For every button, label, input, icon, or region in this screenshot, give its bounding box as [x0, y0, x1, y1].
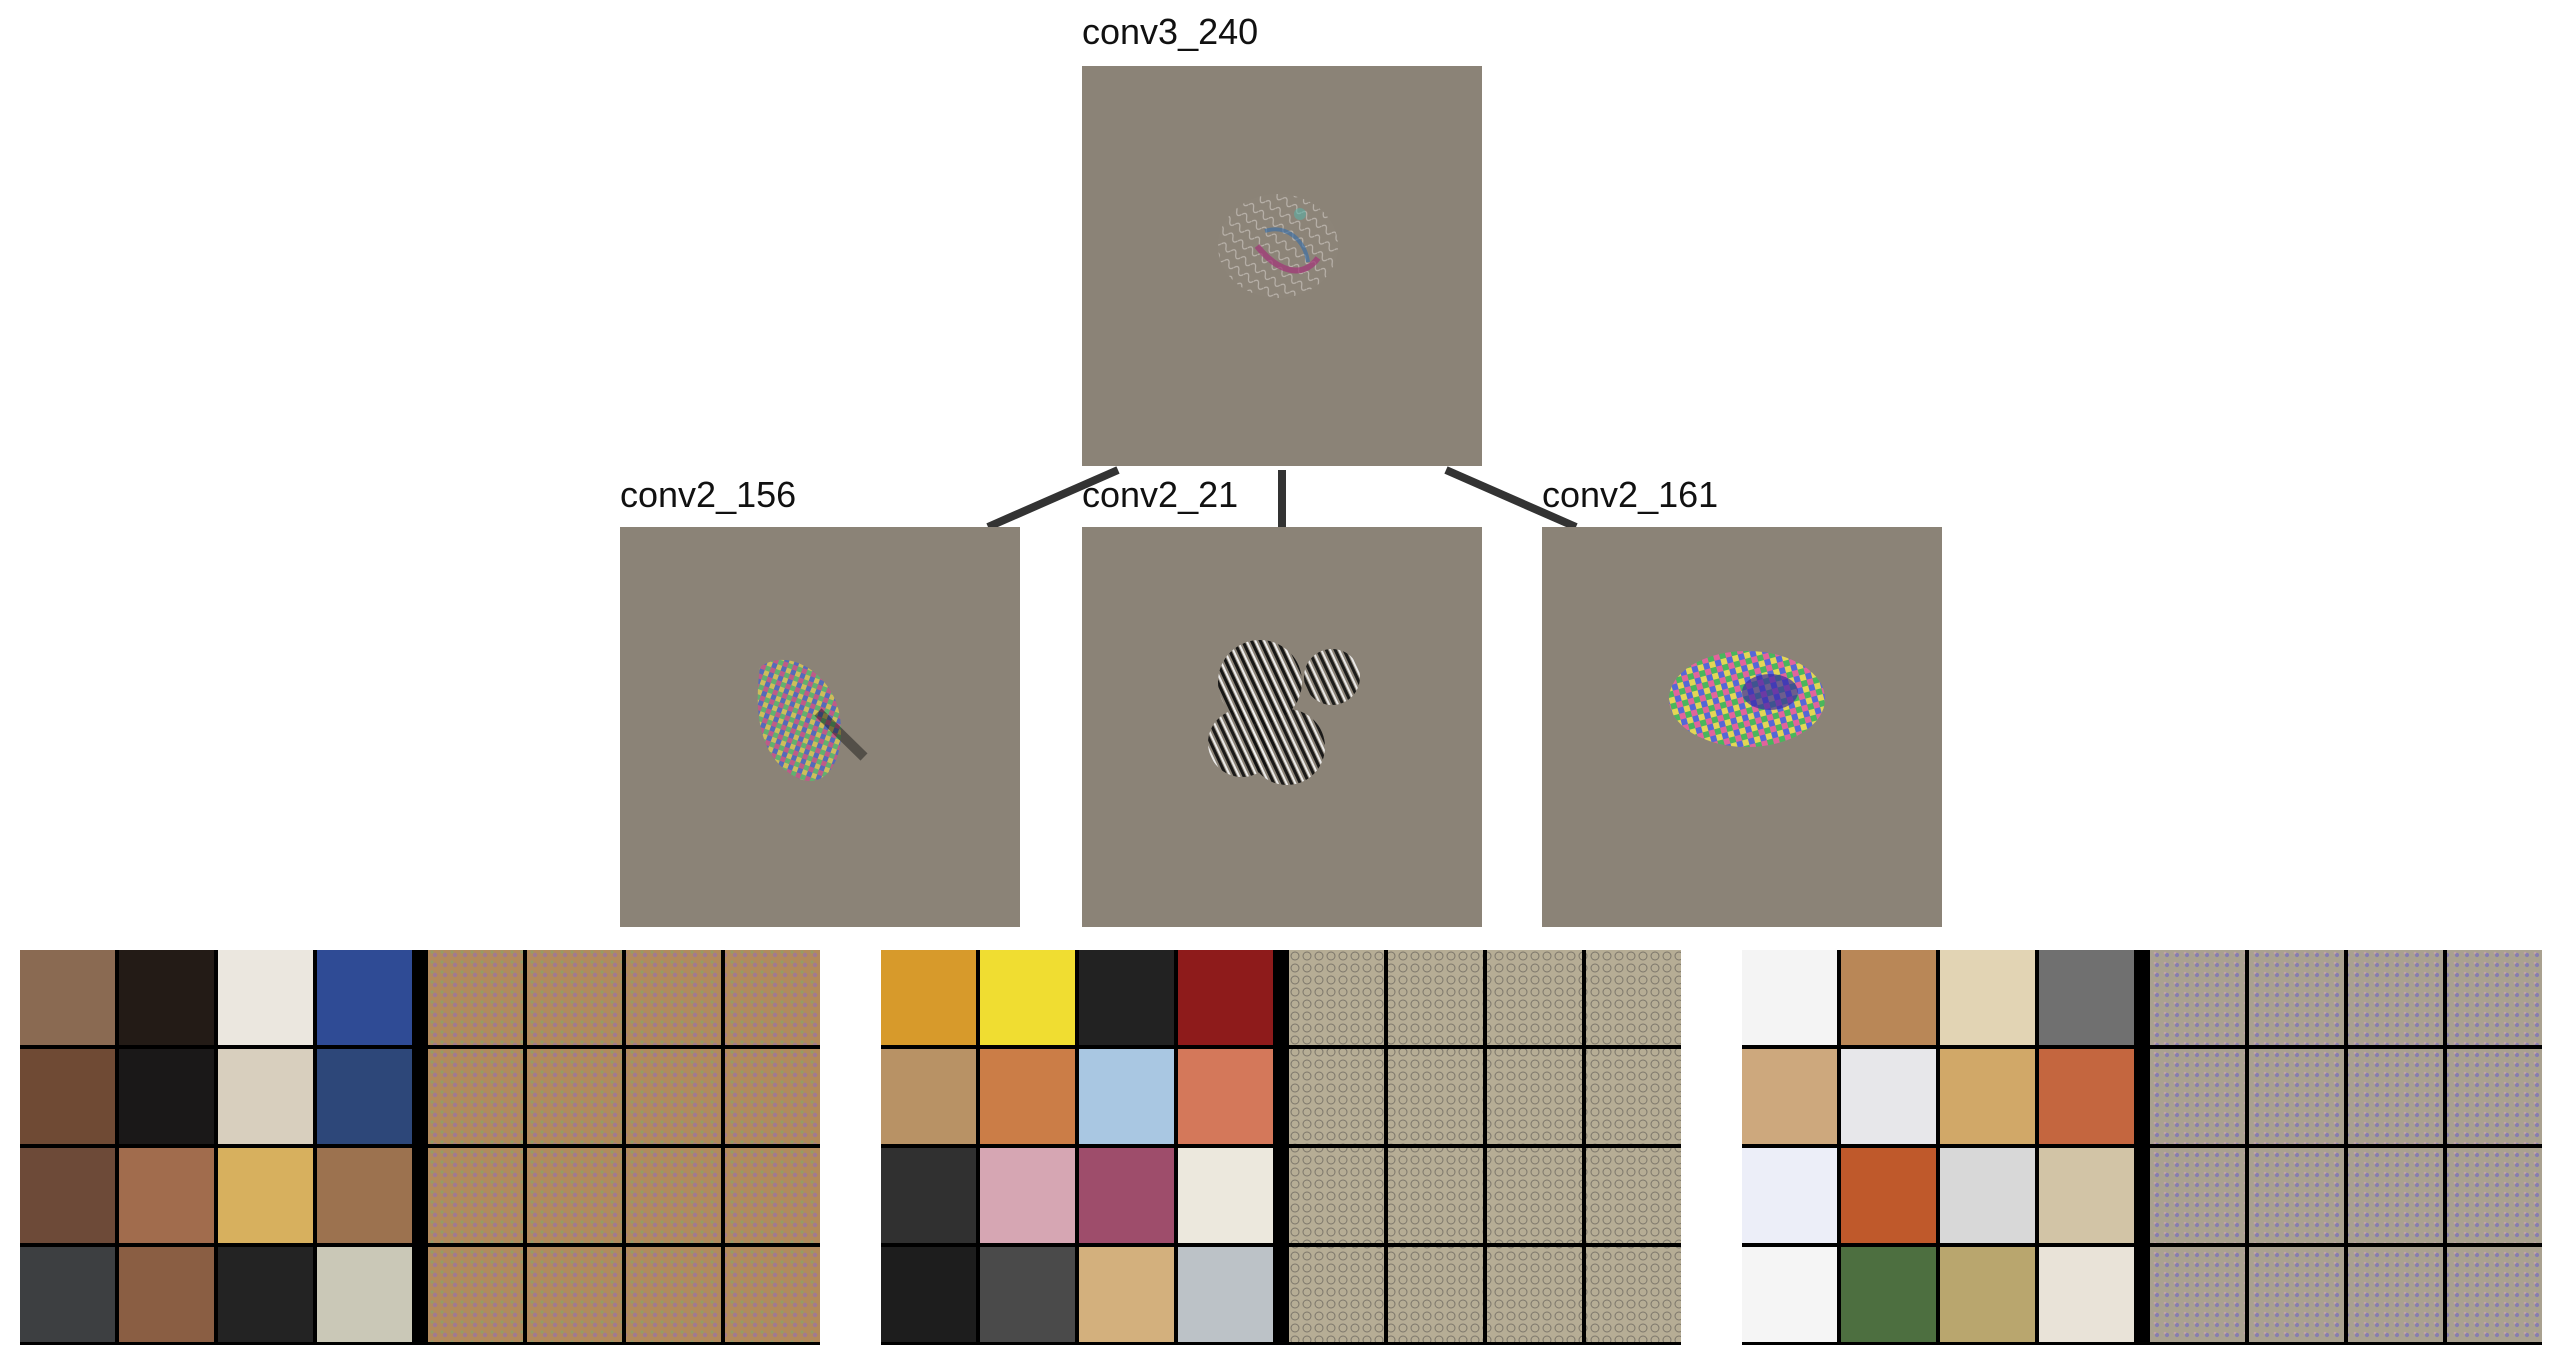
- node-visualization-conv2-21: [1082, 527, 1482, 927]
- node-visualization-conv3-240: [1082, 66, 1482, 466]
- node-label-conv2-21: conv2_21: [1082, 474, 1239, 515]
- node-label-conv2-156: conv2_156: [620, 474, 797, 515]
- activation-panel-conv2-21: [881, 950, 1681, 1345]
- node-label-conv3-240: conv3_240: [1082, 11, 1259, 52]
- node-visualization-conv2-161: [1542, 527, 1942, 927]
- activation-vis-grid-center: [1289, 950, 1681, 1342]
- example-image-grid-center: [881, 950, 1273, 1342]
- example-image-grid-right: [1742, 950, 2134, 1342]
- example-image-grid-left: [20, 950, 412, 1342]
- activation-panel-conv2-156: [20, 950, 820, 1345]
- node-label-conv2-161: conv2_161: [1542, 474, 1719, 515]
- node-visualization-conv2-156: [620, 527, 1020, 927]
- activation-vis-grid-left: [428, 950, 820, 1342]
- activation-panel-conv2-161: [1742, 950, 2542, 1345]
- activation-vis-grid-right: [2150, 950, 2542, 1342]
